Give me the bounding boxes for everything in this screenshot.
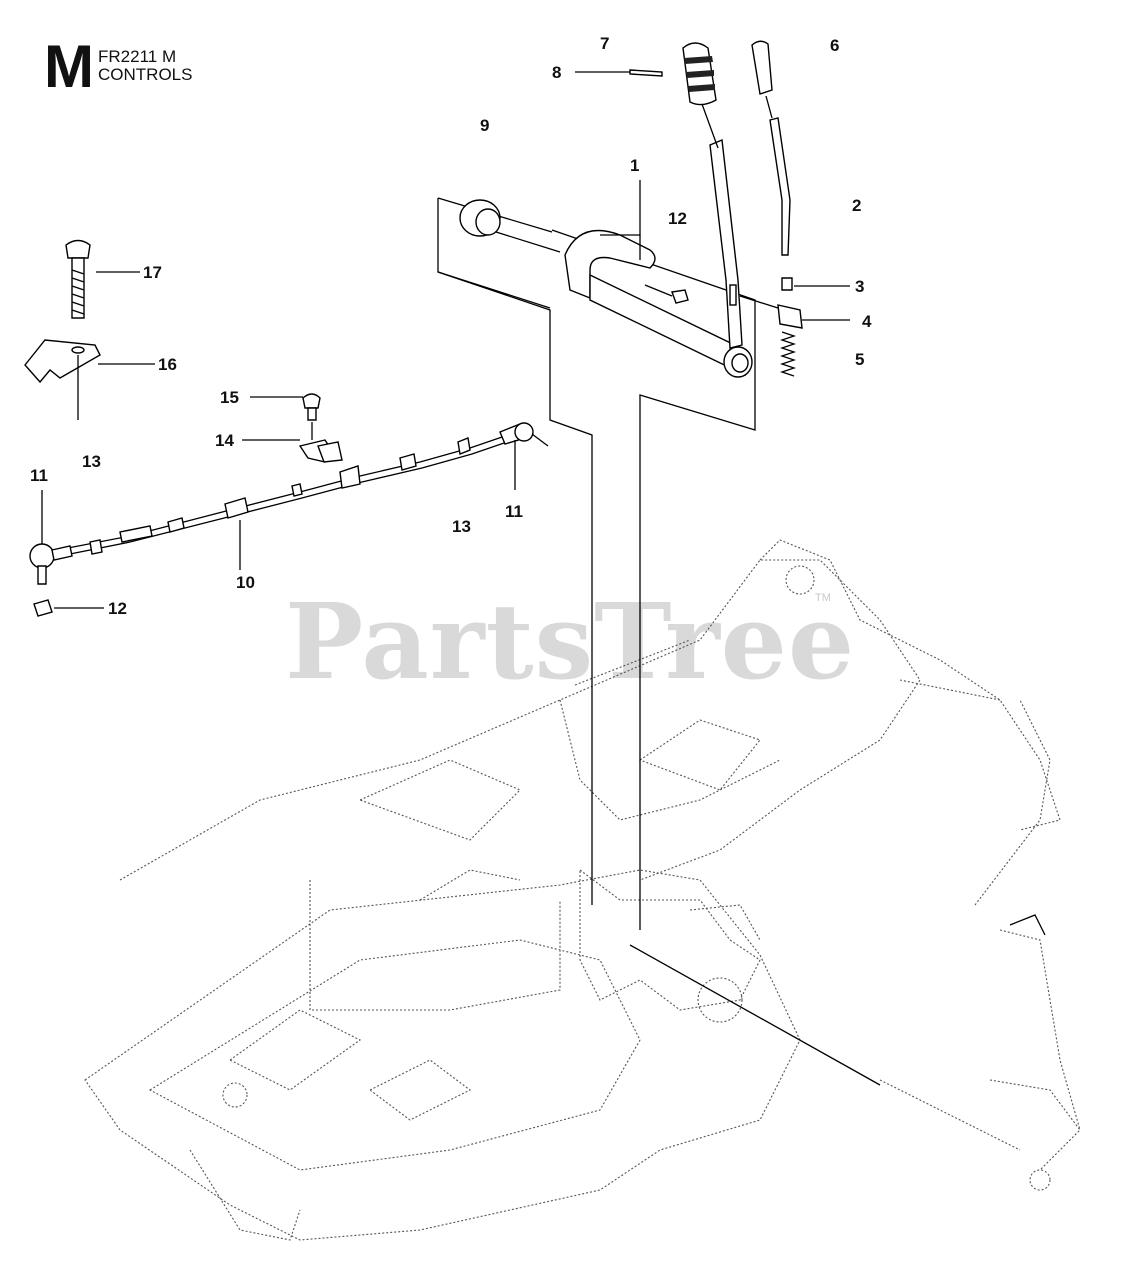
callout-11-left: 11 <box>30 466 48 485</box>
callout-17: 17 <box>143 263 162 282</box>
callout-4: 4 <box>862 312 872 331</box>
part-16-clamp <box>24 339 101 420</box>
part-3-ferrule <box>781 277 793 291</box>
part-12-nut <box>33 599 104 617</box>
part-15-screw <box>302 393 321 440</box>
callout-14: 14 <box>215 431 234 450</box>
callout-10: 10 <box>236 573 255 592</box>
part-7-lever <box>682 42 743 349</box>
callout-6: 6 <box>830 36 840 55</box>
part-2-lever <box>769 117 791 256</box>
part-17-bolt <box>65 239 91 319</box>
callout-1: 1 <box>630 156 640 175</box>
mower-frame-outline <box>84 539 1081 1241</box>
callout-panel <box>437 197 756 930</box>
callout-3: 3 <box>855 277 865 296</box>
leader-lines <box>96 71 850 441</box>
part-1-control-handle <box>564 229 753 378</box>
part-10-cable <box>67 435 508 570</box>
part-11-ball-joint-left <box>29 490 73 585</box>
section-letter: M <box>44 33 94 100</box>
callout-7: 7 <box>600 34 610 53</box>
callout-12-upper: 12 <box>668 209 687 228</box>
part-6-knob <box>751 40 773 119</box>
callout-8: 8 <box>552 63 562 82</box>
part-9-bushing <box>459 199 561 253</box>
diagram-title: FR2211 M CONTROLS <box>98 48 192 84</box>
callout-5: 5 <box>855 350 865 369</box>
part-5-spring <box>779 331 797 377</box>
callout-12-lower: 12 <box>108 599 127 618</box>
callout-13-left: 13 <box>82 452 101 471</box>
callout-2: 2 <box>852 196 862 215</box>
callout-11-right: 11 <box>505 502 523 521</box>
part-8-pin <box>629 69 663 77</box>
watermark: PartsTree <box>285 580 856 703</box>
callout-9: 9 <box>480 116 490 135</box>
linkage-rod <box>629 914 1081 1151</box>
callout-15: 15 <box>220 388 239 407</box>
part-14-clip <box>298 439 343 463</box>
callout-16: 16 <box>158 355 177 374</box>
part-12-bolt <box>644 284 689 304</box>
callout-13-right: 13 <box>452 517 471 536</box>
watermark-trademark: TM <box>815 592 831 604</box>
model-name: FR2211 M <box>98 47 177 66</box>
part-4-plate <box>739 295 803 329</box>
diagram-subtitle: CONTROLS <box>98 65 193 84</box>
part-11-ball-joint-right <box>499 422 549 490</box>
